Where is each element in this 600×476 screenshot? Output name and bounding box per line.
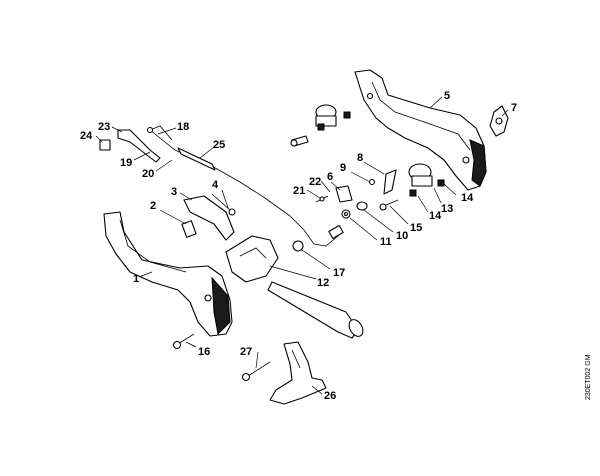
- part-13-clamp: [408, 163, 445, 197]
- part-4-pin: [211, 193, 236, 216]
- part-1-handle-housing: [103, 211, 233, 337]
- part-15-screw: [379, 199, 399, 211]
- part-5-rear-handle: [354, 69, 487, 191]
- leader-lines: [95, 96, 509, 395]
- part-24-cover: [99, 139, 111, 151]
- callout-21: 21: [293, 185, 306, 197]
- callout-12: 12: [317, 277, 330, 289]
- part-11-washer: [341, 209, 351, 219]
- callout-14-right: 14: [461, 192, 474, 204]
- part-shaft-tube: [267, 281, 364, 339]
- callout-20: 20: [142, 168, 155, 180]
- part-8-pin: [383, 169, 397, 195]
- part-16-screw: [172, 333, 195, 350]
- part-7-clip: [489, 105, 509, 137]
- callout-26: 26: [324, 390, 337, 402]
- part-25-throttle-cable: [146, 125, 344, 247]
- callout-10: 10: [396, 230, 409, 242]
- reference-code: 230ET002 GM: [585, 354, 592, 400]
- part-12-insert: [225, 235, 279, 283]
- part-9-spring: [368, 178, 376, 186]
- part-23-plate: [117, 129, 161, 163]
- part-21-22-small: [315, 195, 329, 203]
- callout-27: 27: [240, 346, 253, 358]
- callout-4: 4: [212, 179, 219, 191]
- part-2-spring: [181, 220, 197, 238]
- callout-2: 2: [150, 200, 157, 212]
- callout-9: 9: [340, 162, 347, 174]
- callout-1: 1: [133, 273, 140, 285]
- callout-14-left: 14: [429, 210, 442, 222]
- part-3-lever: [183, 195, 235, 241]
- callout-7: 7: [511, 102, 518, 114]
- callout-17: 17: [333, 267, 346, 279]
- callout-6: 6: [327, 171, 334, 183]
- callout-18: 18: [177, 121, 190, 133]
- callout-15: 15: [410, 222, 423, 234]
- callout-11: 11: [380, 236, 392, 248]
- part-10-bushing: [356, 201, 368, 211]
- callout-25: 25: [213, 139, 226, 151]
- part-17-bushing: [292, 240, 304, 252]
- callout-3: 3: [171, 186, 178, 198]
- callout-8: 8: [357, 152, 364, 164]
- callout-13: 13: [441, 203, 454, 215]
- part-clamp-upper: [290, 104, 351, 147]
- part-27-screw: [241, 361, 271, 382]
- callout-16: 16: [198, 346, 211, 358]
- part-26-bracket: [269, 341, 327, 405]
- callout-5: 5: [444, 90, 451, 102]
- callout-23: 23: [98, 121, 111, 133]
- callout-19: 19: [120, 157, 133, 169]
- callout-24: 24: [80, 130, 93, 142]
- callout-22: 22: [309, 176, 322, 188]
